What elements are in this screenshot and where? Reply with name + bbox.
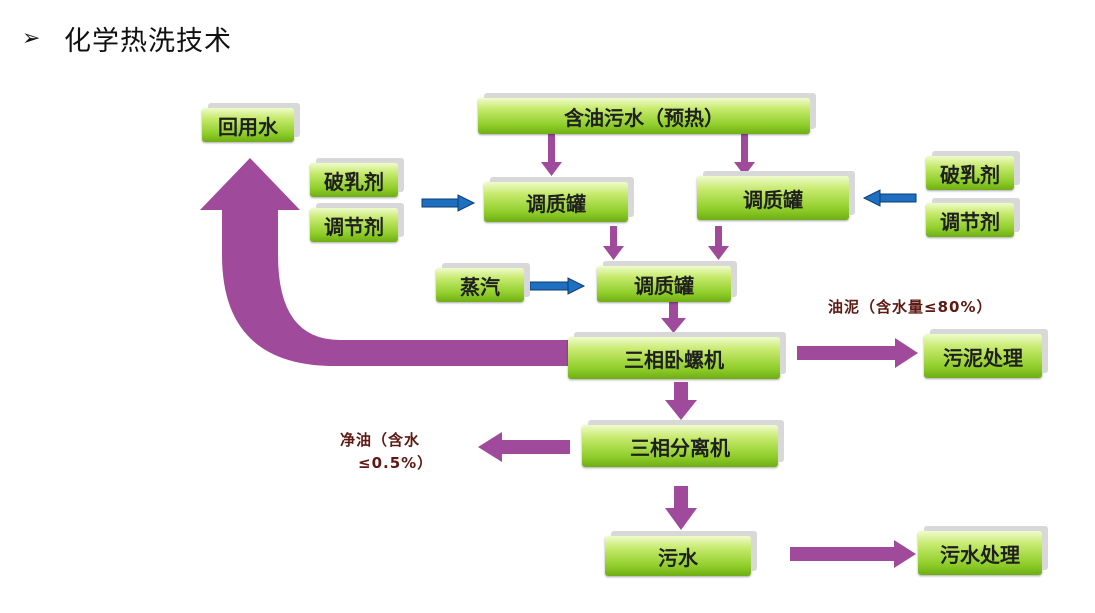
oily-water-box: 含油污水（预热）	[478, 98, 810, 134]
slide-title: 化学热洗技术	[64, 25, 232, 57]
steam-box: 蒸汽	[436, 268, 524, 302]
separator-to-sewage-arrow	[665, 486, 697, 530]
return-water-arrow-body	[200, 158, 568, 366]
steam-arrow	[529, 277, 586, 295]
right-additives-arrow	[862, 189, 917, 207]
sewage-box: 污水	[605, 536, 751, 576]
oily-water-to-right-tank-arrow	[734, 134, 755, 176]
clean-oil-note-line2: ≤0.5%）	[358, 454, 434, 472]
separator-to-clean-oil-arrow	[478, 432, 570, 462]
sewage-treatment-box: 污水处理	[918, 531, 1042, 575]
separator-box: 三相分离机	[582, 425, 778, 467]
left-additives-arrow	[421, 194, 476, 212]
regulator-right-box: 调节剂	[926, 203, 1014, 237]
right-tank-to-center-arrow	[708, 226, 729, 260]
demulsifier-left-box: 破乳剂	[310, 163, 398, 197]
left-tank-to-center-arrow	[603, 226, 624, 260]
tank-center-box: 调质罐	[597, 266, 731, 302]
oily-water-to-left-tank-arrow	[541, 134, 562, 176]
regulator-left-box: 调节剂	[310, 208, 398, 242]
center-tank-to-decanter-arrow	[661, 302, 686, 333]
demulsifier-right-box: 破乳剂	[926, 156, 1014, 190]
oil-sludge-note: 油泥（含水量≤80%）	[828, 298, 993, 316]
tank-left-box: 调质罐	[484, 182, 628, 222]
decanter-to-sludge-arrow	[797, 338, 918, 368]
clean-oil-note-line1: 净油（含水	[340, 431, 421, 449]
decanter-box: 三相卧螺机	[568, 337, 780, 379]
bullet-arrow-icon: ➢	[22, 25, 41, 51]
slide-header: ➢ 化学热洗技术	[22, 18, 232, 58]
reuse-water-box: 回用水	[202, 108, 294, 142]
decanter-to-separator-arrow	[665, 382, 697, 420]
tank-right-box: 调质罐	[697, 176, 849, 220]
sludge-treatment-box: 污泥处理	[924, 334, 1042, 378]
sewage-to-treatment-arrow	[790, 540, 916, 568]
